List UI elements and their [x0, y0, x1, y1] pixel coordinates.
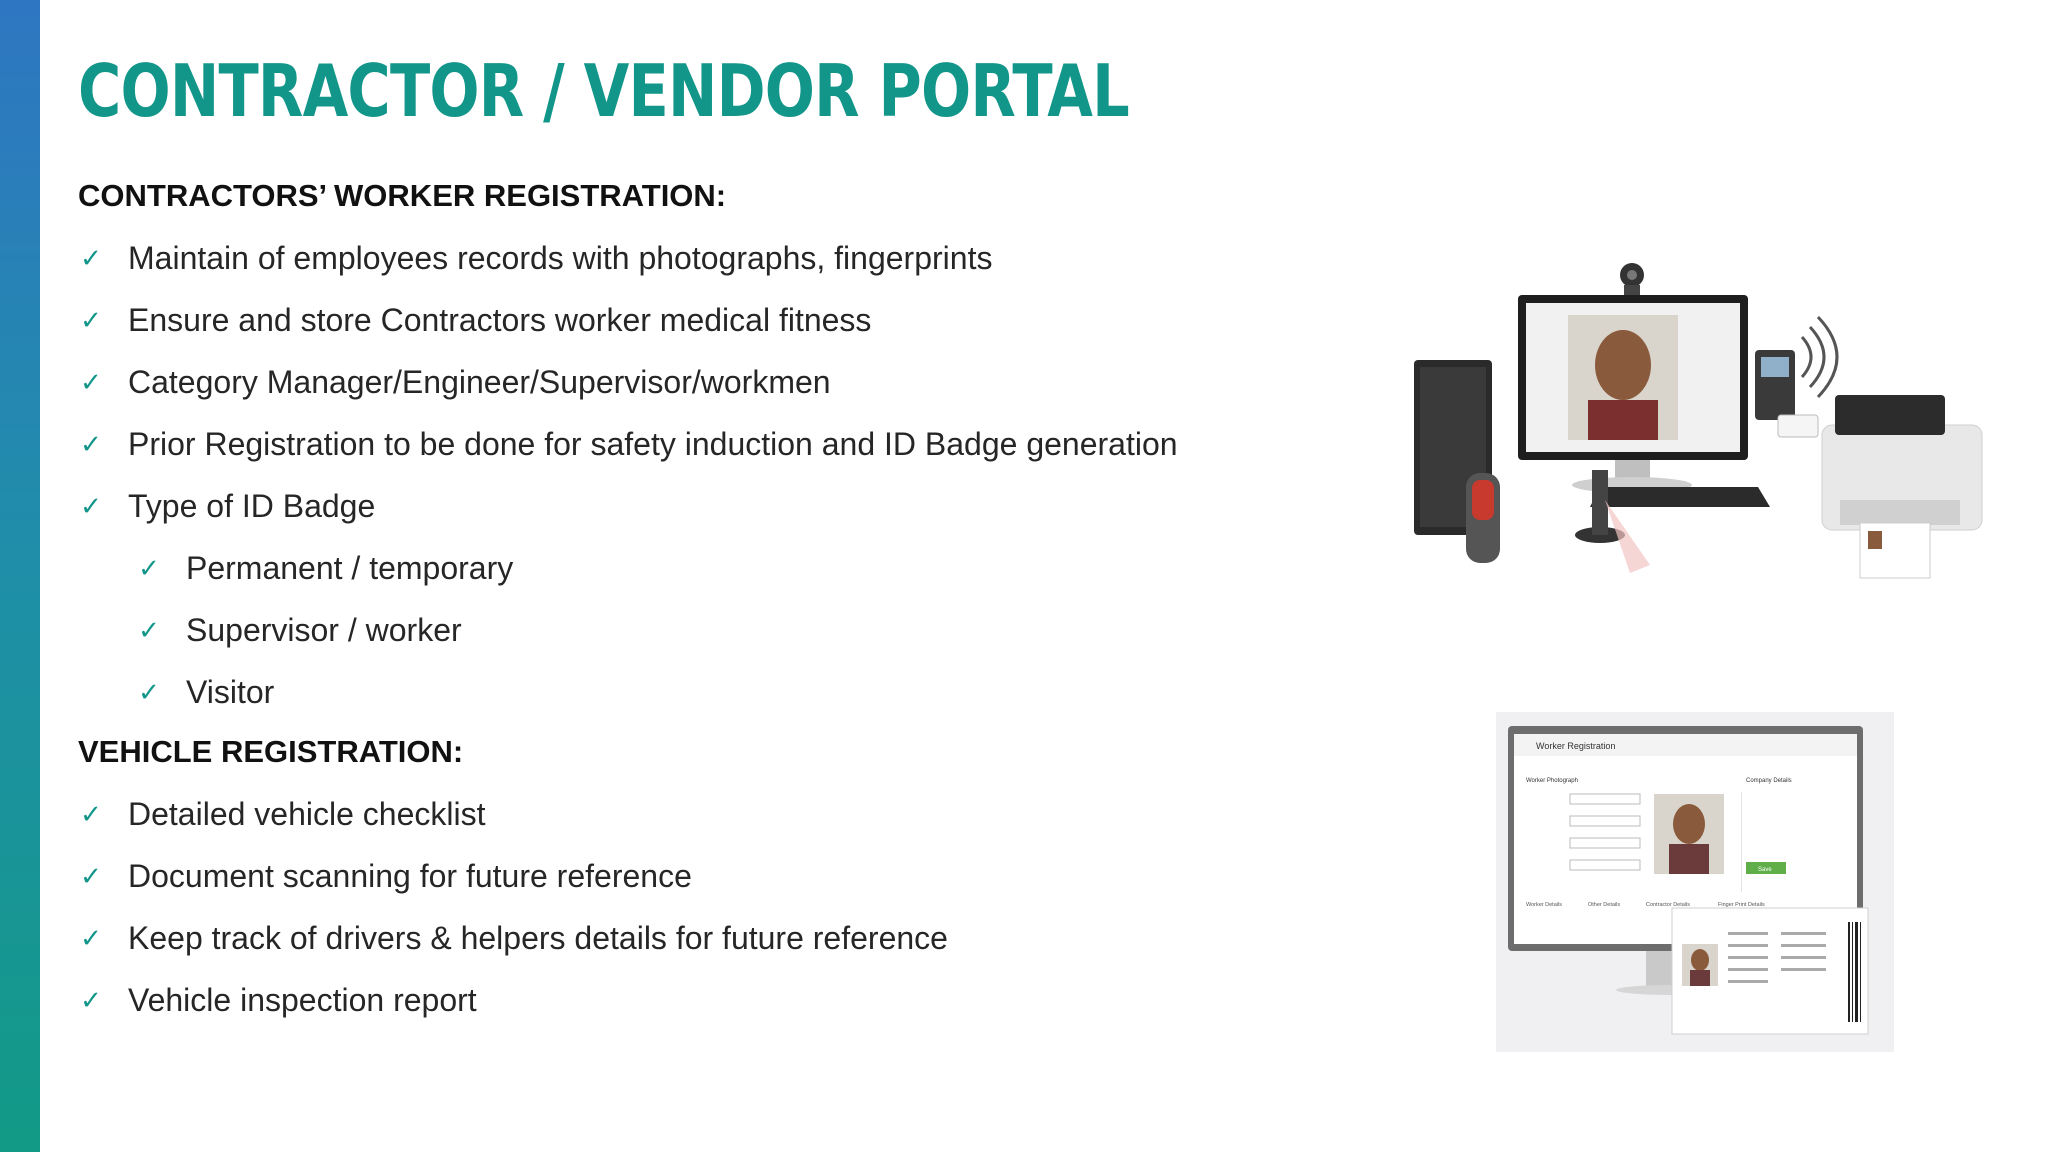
tab-contractor-details: Contractor Details: [1646, 902, 1690, 908]
sub-list-item: ✓ Permanent / temporary: [136, 546, 513, 590]
list-item-text: Ensure and store Contractors worker medi…: [128, 301, 872, 338]
check-icon: ✓: [138, 676, 160, 707]
accent-sidebar: [0, 0, 40, 1152]
sub-list-item-text: Supervisor / worker: [186, 611, 462, 648]
check-icon: ✓: [80, 922, 102, 953]
list-item: ✓ Prior Registration to be done for safe…: [78, 422, 1178, 466]
check-icon: ✓: [80, 242, 102, 273]
check-icon: ✓: [80, 798, 102, 829]
list-item: ✓ Category Manager/Engineer/Supervisor/w…: [78, 360, 831, 404]
list-item-text: Document scanning for future reference: [128, 857, 692, 894]
sub-list-item-text: Visitor: [186, 673, 275, 710]
form-title: Worker Registration: [1536, 741, 1615, 751]
company-label: Company Details: [1746, 778, 1792, 784]
sub-list-item: ✓ Visitor: [136, 670, 274, 714]
list-item-text: Prior Registration to be done for safety…: [128, 425, 1178, 462]
tab-fingerprint-details: Finger Print Details: [1718, 902, 1765, 908]
save-button: [1746, 862, 1786, 874]
list-item: ✓ Ensure and store Contractors worker me…: [78, 298, 871, 342]
worker-registration-screen-illustration: Worker Registration Worker Photograph Co…: [1496, 712, 1894, 1052]
biometric-workstation-illustration: [1414, 263, 1983, 579]
wireless-signal-icon: [1800, 315, 1839, 399]
list-item: ✓ Keep track of drivers & helpers detail…: [78, 916, 948, 960]
list-item: ✓ Detailed vehicle checklist: [78, 792, 486, 836]
check-icon: ✓: [80, 366, 102, 397]
tab-other-details: Other Details: [1588, 902, 1620, 908]
list-item: ✓ Document scanning for future reference: [78, 854, 692, 898]
barcode-icon: [1848, 922, 1861, 1022]
tab-worker-details: Worker Details: [1526, 902, 1562, 908]
list-item-text: Detailed vehicle checklist: [128, 795, 486, 832]
page-title: CONTRACTOR / VENDOR PORTAL: [78, 49, 1130, 133]
list-item-text: Type of ID Badge: [128, 487, 376, 524]
list-item-text: Maintain of employees records with photo…: [128, 239, 993, 276]
worker-section-heading: CONTRACTORS’ WORKER REGISTRATION:: [78, 178, 727, 213]
sub-list-item-text: Permanent / temporary: [186, 549, 514, 586]
list-item: ✓ Maintain of employees records with pho…: [78, 236, 992, 280]
list-item-text: Vehicle inspection report: [128, 981, 477, 1018]
check-icon: ✓: [80, 490, 102, 521]
check-icon: ✓: [80, 860, 102, 891]
list-item: ✓ Type of ID Badge: [78, 484, 375, 528]
keyboard: [1590, 487, 1770, 507]
list-item-text: Category Manager/Engineer/Supervisor/wor…: [128, 363, 831, 400]
save-button-label: Save: [1758, 867, 1772, 873]
list-item: ✓ Vehicle inspection report: [78, 978, 477, 1022]
sub-list-item: ✓ Supervisor / worker: [136, 608, 462, 652]
check-icon: ✓: [138, 552, 160, 583]
check-icon: ✓: [80, 428, 102, 459]
check-icon: ✓: [138, 614, 160, 645]
list-item-text: Keep track of drivers & helpers details …: [128, 919, 948, 956]
vehicle-section-heading: VEHICLE REGISTRATION:: [78, 734, 464, 769]
check-icon: ✓: [80, 984, 102, 1015]
photo-label: Worker Photograph: [1526, 778, 1578, 784]
check-icon: ✓: [80, 304, 102, 335]
